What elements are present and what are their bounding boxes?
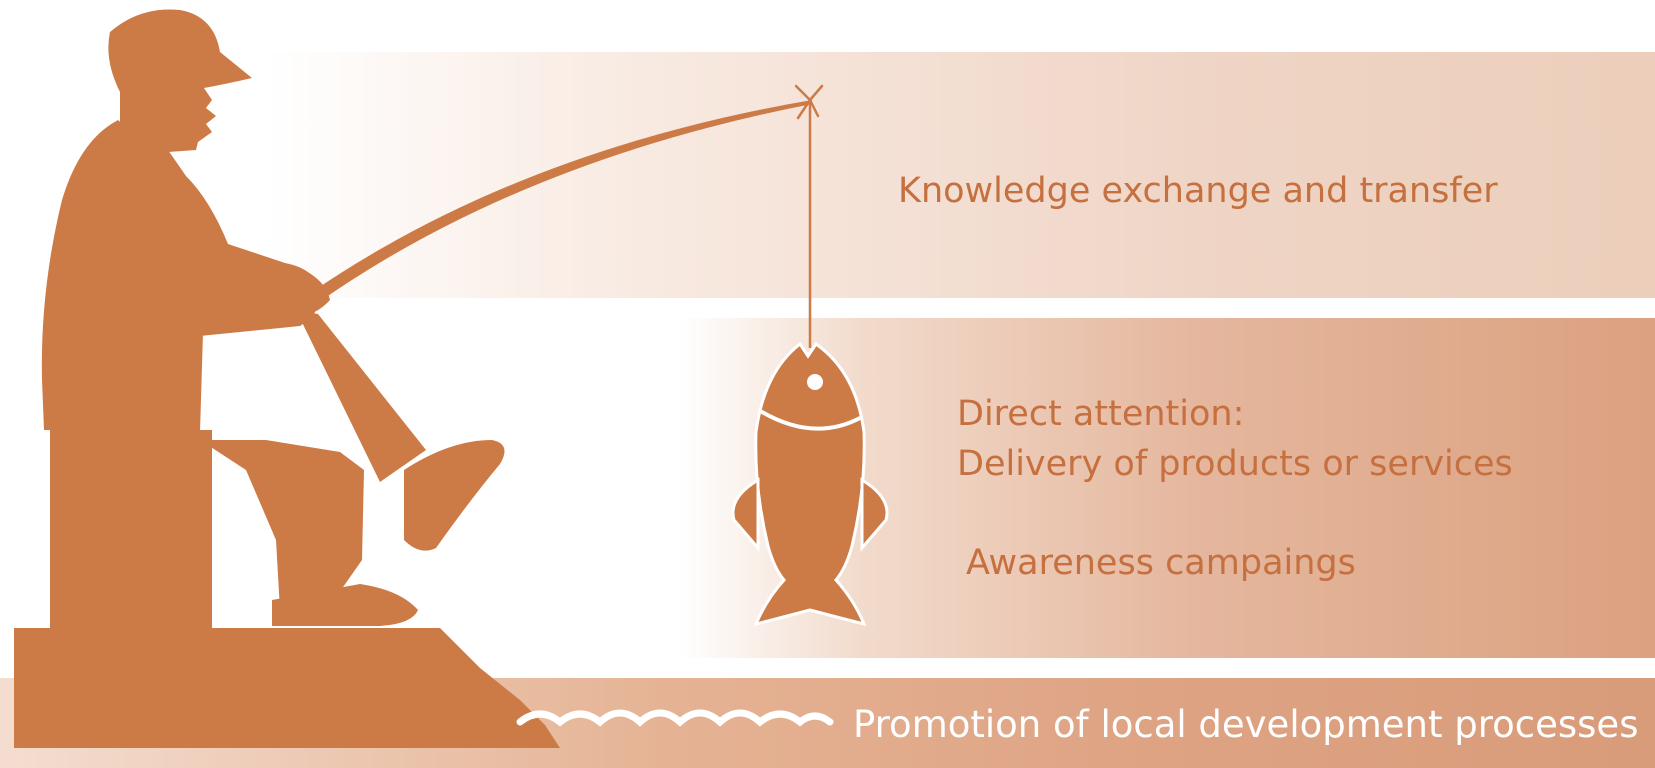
pier-rock	[14, 628, 560, 748]
water-waves-icon	[516, 709, 834, 727]
fisherman-icon	[41, 9, 505, 628]
direct-attention-label: Direct attention:	[957, 394, 1245, 434]
awareness-label: Awareness campaings	[966, 543, 1356, 583]
fish-icon	[731, 341, 889, 627]
delivery-label: Delivery of products or services	[957, 444, 1513, 484]
fishing-rod-icon	[312, 100, 812, 300]
knowledge-label: Knowledge exchange and transfer	[898, 171, 1498, 211]
promotion-label: Promotion of local development processes	[853, 703, 1639, 746]
knowledge-band	[0, 52, 1655, 298]
